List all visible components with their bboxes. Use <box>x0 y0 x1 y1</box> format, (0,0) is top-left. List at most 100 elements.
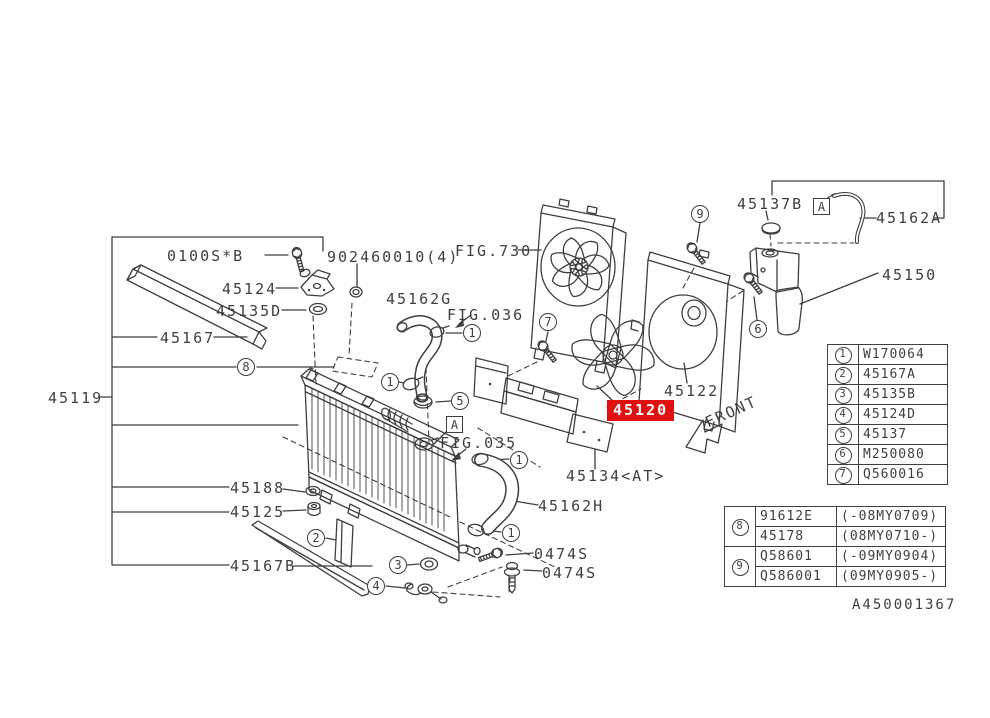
part-number-cell: M250080 <box>858 444 948 465</box>
callout-9: 9 <box>691 205 709 223</box>
model-range-cell: (09MY0905-) <box>836 566 946 587</box>
document-number: A450001367 <box>852 597 957 613</box>
label-fig036: FIG.036 <box>447 306 525 324</box>
part-number-cell: 45137 <box>858 424 948 445</box>
callout-1c: 1 <box>510 451 528 469</box>
table-row: 8 91612E (-08MY0709) <box>724 506 946 547</box>
callout-badge: 5 <box>834 426 852 444</box>
leader-lines-45119 <box>99 236 373 567</box>
part-number-cell: Q58601 <box>755 546 837 567</box>
callout-badge: 3 <box>834 386 852 404</box>
crossmember-bar-45167 <box>126 264 268 350</box>
label-45162a: 45162A <box>876 209 943 227</box>
label-45162h: 45162H <box>538 497 605 515</box>
hose-45162g <box>396 315 443 403</box>
label-fig730: FIG.730 <box>455 242 533 260</box>
hose-45162a <box>832 192 866 244</box>
callout-badge: 9 <box>731 558 749 576</box>
leader-lines <box>264 180 945 589</box>
table-row: 3 45135B <box>827 384 948 405</box>
fan-blade-45120 <box>567 311 659 399</box>
label-45167: 45167 <box>160 329 216 347</box>
part-number-cell: 45124D <box>858 404 948 425</box>
grommet-callout3 <box>419 557 439 571</box>
table-row: 7 Q560016 <box>827 464 948 485</box>
label-0474s-2: 0474S <box>542 564 598 582</box>
part-number-cell: 45178 <box>755 526 837 547</box>
callout-6: 6 <box>749 320 767 338</box>
bolt-callout9 <box>684 240 708 267</box>
callout-5: 5 <box>451 392 469 410</box>
bracket-45134 <box>473 357 614 453</box>
part-number-cell: Q586001 <box>755 566 837 587</box>
part-number-cell: 45135B <box>858 384 948 405</box>
label-45188: 45188 <box>230 479 286 497</box>
model-range-cell: (-08MY0709) <box>836 506 946 527</box>
label-45135d: 45135D <box>216 302 283 320</box>
part-number-cell: Q560016 <box>858 464 948 485</box>
callout-4: 4 <box>367 577 385 595</box>
label-902460010: 902460010(4) <box>327 248 460 266</box>
table-row: 5 45137 <box>827 424 948 445</box>
callout-badge: 8 <box>731 518 749 536</box>
front-arrow <box>685 419 723 454</box>
callout-7: 7 <box>539 313 557 331</box>
fan-assembly-fig730 <box>530 198 627 374</box>
callout-8: 8 <box>237 358 255 376</box>
view-marker-a-2: A <box>813 198 830 215</box>
callout-badge: 2 <box>834 366 852 384</box>
callout-badge: 6 <box>834 446 852 464</box>
label-45167b: 45167B <box>230 557 297 575</box>
callout-badge: 7 <box>834 466 852 484</box>
label-45125: 45125 <box>230 503 286 521</box>
hose-45162h <box>474 453 520 535</box>
table-row: 2 45167A <box>827 364 948 385</box>
callout-1b: 1 <box>463 324 481 342</box>
nut-90246 <box>349 286 363 298</box>
part-number-cell: 45167A <box>858 364 948 385</box>
part-number-cell: W170064 <box>858 344 948 365</box>
part-number-cell: 91612E <box>755 506 837 527</box>
label-0100sb: 0100S*B <box>167 247 245 265</box>
model-range-cell: (08MY0710-) <box>836 526 946 547</box>
table-row: 45178 (08MY0710-) <box>725 526 946 547</box>
bolt-0474s-1 <box>476 546 505 565</box>
drain-cock-callout4 <box>404 582 448 604</box>
table-row: 9 Q58601 (-09MY0904) <box>724 546 946 587</box>
bolt-0100sb <box>290 245 311 278</box>
model-range-cell: (-09MY0904) <box>836 546 946 567</box>
label-45124: 45124 <box>222 280 278 298</box>
view-marker-a-1: A <box>446 416 463 433</box>
variant-table: 8 91612E (-08MY0709) 45178 (08MY0710-) 9… <box>724 506 946 587</box>
hose-clamps <box>402 325 489 537</box>
callout-badge: 4 <box>834 406 852 424</box>
dashed-lines <box>282 233 855 598</box>
label-45137b: 45137B <box>737 195 804 213</box>
radiator-cap <box>413 393 433 409</box>
reservoir-tank-45150 <box>749 222 804 336</box>
label-45150: 45150 <box>882 266 938 284</box>
table-row: 4 45124D <box>827 404 948 425</box>
parts-ref-table: 1 W170064 2 45167A 3 45135B 4 45124D 5 4… <box>827 344 948 485</box>
label-45162g: 45162G <box>386 290 453 308</box>
radiator <box>300 367 481 562</box>
label-45122: 45122 <box>664 382 720 400</box>
callout-badge: 1 <box>834 346 852 364</box>
grommet-45188 <box>305 485 321 497</box>
table-row: 1 W170064 <box>827 344 948 365</box>
callout-1a: 1 <box>381 373 399 391</box>
bracket-45124 <box>300 269 335 297</box>
label-fig035: FIG.035 <box>440 434 518 452</box>
label-45119: 45119 <box>48 389 104 407</box>
nut-45125 <box>307 501 321 517</box>
callout-3: 3 <box>389 556 407 574</box>
table-row: 6 M250080 <box>827 444 948 465</box>
callout-2: 2 <box>307 529 325 547</box>
cushion-callout2 <box>334 518 354 568</box>
callout-1d: 1 <box>502 524 520 542</box>
highlighted-part-45120: 45120 <box>607 400 675 421</box>
label-45134-at: 45134<AT> <box>566 467 666 485</box>
grommet-45135d <box>308 302 328 316</box>
